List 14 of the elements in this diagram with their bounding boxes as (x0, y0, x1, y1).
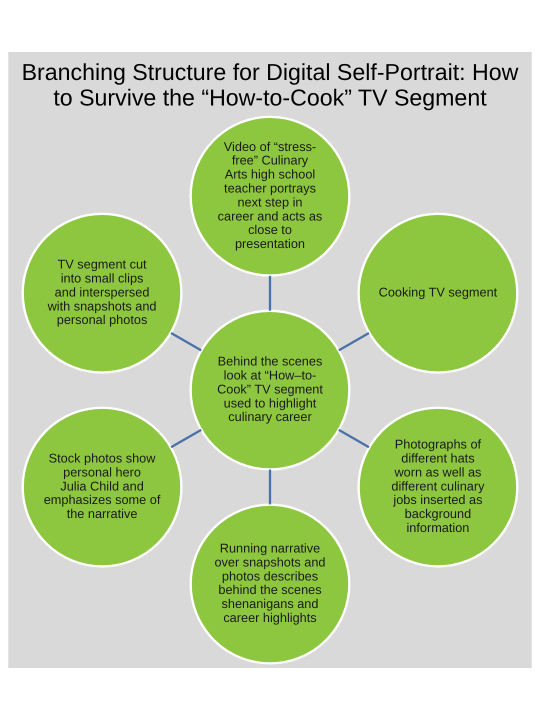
node-circle: Cooking TV segment (357, 212, 518, 374)
connector (338, 332, 370, 352)
node-circle: Running narrative over snapshots and photos describes behind the scenes shenanigans and career highlights (190, 504, 350, 665)
node-circle: Photographs of different hats worn as well as different culinary jobs inserted as background information (357, 406, 518, 568)
node-circle: Stock photos show personal hero Julia Child and emphasizes some of the narrative (22, 406, 183, 568)
node-circle: TV segment cut into small clips and interspersed with snapshots and personal photos (22, 212, 183, 374)
connector (338, 428, 370, 448)
connector (170, 428, 202, 448)
connector (268, 276, 272, 311)
diagram-title: Branching Structure for Digital Self-Portrait: How to Survive the “How-to-Cook” TV Segment (22, 58, 518, 110)
connector (170, 332, 202, 352)
connector (268, 470, 272, 504)
node-circle: Video of “stress-free” Culinary Arts high school teacher portrays next step in career and acts as close to presentation (190, 116, 350, 277)
node-circle: Behind the scenes look at “How–to-Cook” TV segment used to highlight culinary career (190, 310, 350, 471)
